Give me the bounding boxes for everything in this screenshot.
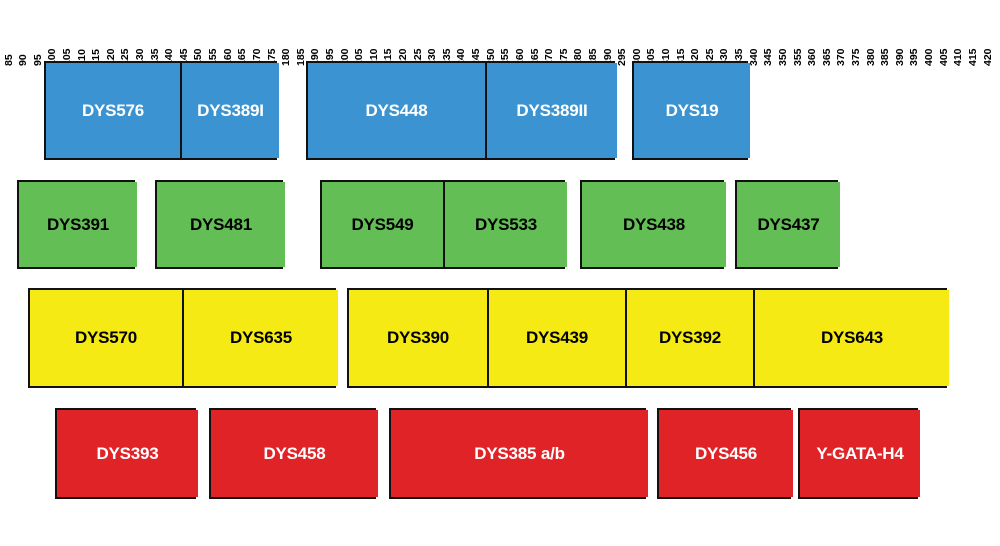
marker-box-y-gata-h4: Y-GATA-H4	[800, 410, 920, 497]
marker-group: Y-GATA-H4	[798, 408, 920, 499]
marker-box-dys19: DYS19	[634, 63, 750, 158]
marker-group: DYS438	[580, 180, 726, 269]
marker-box-dys392: DYS392	[627, 290, 755, 386]
marker-box-dys393: DYS393	[57, 410, 198, 497]
marker-box-dys448: DYS448	[308, 63, 487, 158]
marker-box-dys643: DYS643	[755, 290, 949, 386]
marker-box-dys389ii: DYS389II	[487, 63, 617, 158]
marker-box-dys481: DYS481	[157, 182, 285, 267]
marker-group: DYS19	[632, 61, 750, 160]
marker-group: DYS393	[55, 408, 198, 499]
marker-box-dys385-a-b: DYS385 a/b	[391, 410, 648, 497]
marker-box-dys533: DYS533	[445, 182, 567, 267]
marker-box-dys439: DYS439	[489, 290, 627, 386]
marker-group: DYS481	[155, 180, 285, 269]
marker-box-dys576: DYS576	[46, 63, 182, 158]
marker-box-dys456: DYS456	[659, 410, 793, 497]
marker-box-dys389i: DYS389I	[182, 63, 279, 158]
marker-group: DYS456	[657, 408, 793, 499]
marker-box-dys458: DYS458	[211, 410, 378, 497]
marker-box-dys437: DYS437	[737, 182, 840, 267]
marker-box-dys391: DYS391	[19, 182, 137, 267]
marker-group: DYS391	[17, 180, 137, 269]
marker-box-dys570: DYS570	[30, 290, 184, 386]
marker-box-dys549: DYS549	[322, 182, 445, 267]
marker-box-dys390: DYS390	[349, 290, 489, 386]
marker-box-dys438: DYS438	[582, 182, 726, 267]
marker-group: DYS458	[209, 408, 378, 499]
marker-group: DYS437	[735, 180, 840, 269]
marker-group: DYS385 a/b	[389, 408, 648, 499]
marker-box-dys635: DYS635	[184, 290, 338, 386]
